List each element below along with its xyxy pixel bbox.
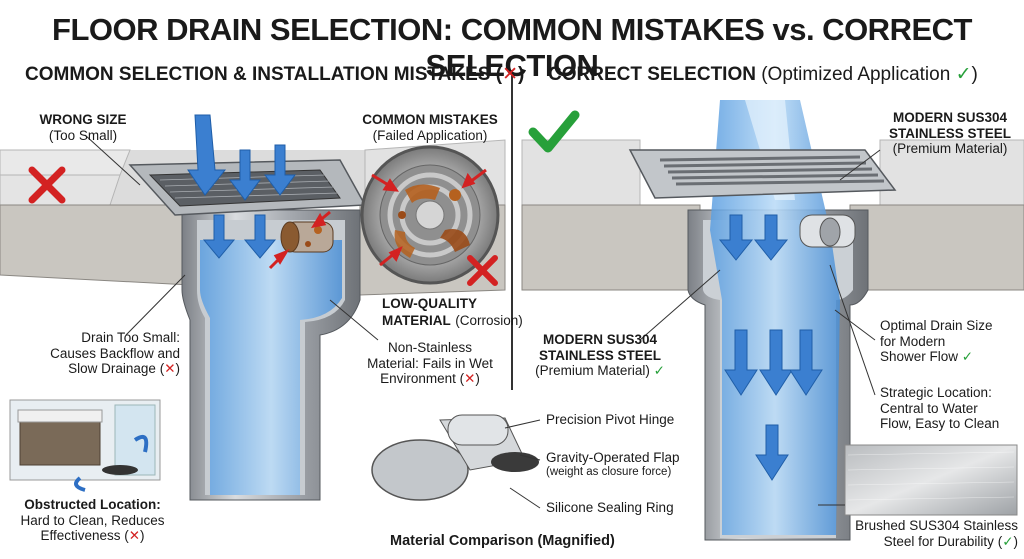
gravity-flap-label: Gravity-Operated Flap (weight as closure… — [546, 450, 680, 478]
modern-sus304-left-label: MODERN SUS304 STAINLESS STEEL (Premium M… — [535, 332, 665, 379]
corroded-hinge — [280, 221, 334, 253]
drain-too-small-label: Drain Too Small: Causes Backflow and Slo… — [50, 330, 180, 377]
leader-lines — [84, 134, 881, 509]
right-heading-check-icon: ✓ — [955, 64, 972, 85]
low-quality-label: LOW-QUALITY MATERIAL (Corrosion) — [382, 296, 523, 328]
x-icon: ✕ — [464, 371, 476, 387]
corroded-drain-closeup — [360, 145, 500, 285]
check-icon: ✓ — [961, 349, 974, 365]
right-heading-sub: (Optimized Application — [761, 64, 951, 85]
sealing-ring-label: Silicone Sealing Ring — [546, 500, 674, 515]
non-stainless-label: Non-Stainless Material: Fails in Wet Env… — [367, 340, 493, 387]
right-heading-text: CORRECT SELECTION — [548, 64, 756, 85]
flap-illustration — [371, 414, 539, 501]
brushed-steel-label: Brushed SUS304 Stainless Steel for Durab… — [855, 518, 1018, 549]
pivot-hinge-label: Precision Pivot Hinge — [546, 412, 675, 427]
right-scene — [521, 100, 1024, 541]
bathroom-inset — [9, 399, 161, 492]
modern-sus304-top-label: MODERN SUS304 STAINLESS STEEL (Premium M… — [888, 110, 1011, 157]
optimal-size-label: Optimal Drain Size for Modern Shower Flo… — [880, 318, 993, 365]
left-section-heading: COMMON SELECTION & INSTALLATION MISTAKES… — [25, 64, 525, 85]
x-icon: ✕ — [128, 528, 141, 544]
brushed-steel-sample — [844, 444, 1018, 516]
stainless-hinge — [799, 214, 856, 248]
x-icon: ✕ — [164, 361, 176, 377]
common-mistakes-label: COMMON MISTAKES (Failed Application) — [362, 112, 498, 143]
left-heading-x-icon: ✕ — [502, 64, 519, 85]
correct-check-icon — [528, 110, 580, 153]
left-scene — [0, 114, 506, 501]
right-section-heading: CORRECT SELECTION (Optimized Application… — [548, 64, 978, 85]
left-heading-text: COMMON SELECTION & INSTALLATION MISTAKES — [25, 64, 491, 85]
strategic-location-label: Strategic Location: Central to Water Flo… — [880, 385, 1000, 432]
wrong-x-icon — [28, 166, 66, 204]
check-icon: ✓ — [1002, 533, 1014, 549]
wrong-size-label: WRONG SIZE (Too Small) — [39, 112, 127, 143]
obstructed-location-label: Obstructed Location: Hard to Clean, Redu… — [20, 497, 165, 544]
check-icon: ✓ — [653, 363, 665, 379]
material-comparison-caption: Material Comparison (Magnified) — [390, 533, 615, 549]
wrong-x-icon-2 — [467, 255, 498, 286]
page-title: FLOOR DRAIN SELECTION: COMMON MISTAKES v… — [52, 12, 972, 83]
